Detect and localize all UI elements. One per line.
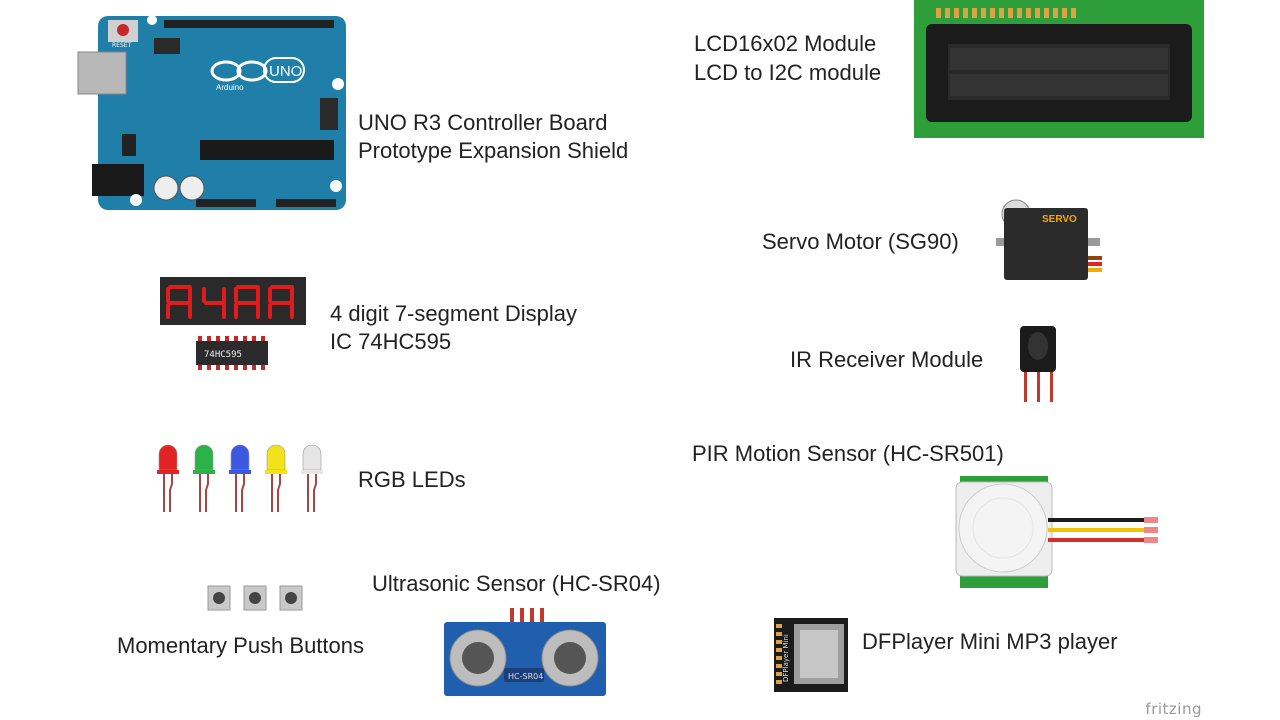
momentary-push-buttons <box>206 584 306 614</box>
lcd-module <box>914 0 1204 140</box>
pir-motion-sensor <box>954 472 1166 592</box>
servo-motor: SERVO <box>994 196 1106 284</box>
ic-text: 74HC595 <box>204 350 242 360</box>
hcsr04-text: HC-SR04 <box>508 672 543 681</box>
reset-text: RESET <box>112 42 132 49</box>
ir-receiver <box>1018 324 1060 404</box>
label-proto-shield: Prototype Expansion Shield <box>358 138 629 163</box>
arduino-text: Arduino <box>216 83 244 92</box>
label-servo: Servo Motor (SG90) <box>762 229 959 254</box>
label-lcd-i2c: LCD to I2C module <box>694 60 882 85</box>
fritzing-branding: fritzing <box>1145 700 1202 718</box>
seven-segment-display <box>160 277 306 325</box>
led-1 <box>157 444 179 512</box>
rgb-leds <box>154 440 330 516</box>
ultrasonic-sensor: HC-SR04 <box>442 606 608 698</box>
ic-74hc595-chip: 74HC595 <box>196 336 270 370</box>
label-seven-segment: 4 digit 7-segment Display <box>330 301 578 326</box>
label-uno-board: UNO R3 Controller Board <box>358 110 608 135</box>
arduino-uno-board: RESET UNO Arduino <box>76 14 350 214</box>
dfplayer-mini: DFPlayer Mini <box>772 616 850 694</box>
label-ir-receiver: IR Receiver Module <box>790 347 984 372</box>
label-push-buttons: Momentary Push Buttons <box>117 633 365 658</box>
label-dfplayer: DFPlayer Mini MP3 player <box>862 629 1118 654</box>
led-2 <box>193 444 215 512</box>
label-rgb-leds: RGB LEDs <box>358 467 466 492</box>
label-lcd-module: LCD16x02 Module <box>694 31 877 56</box>
servo-text: SERVO <box>1042 214 1077 225</box>
label-pir-sensor: PIR Motion Sensor (HC-SR501) <box>692 441 1004 466</box>
uno-logo-text: UNO <box>269 63 302 80</box>
led-3 <box>229 444 251 512</box>
label-ic-74hc595: IC 74HC595 <box>330 329 452 354</box>
led-4 <box>265 444 287 512</box>
label-ultrasonic: Ultrasonic Sensor (HC-SR04) <box>372 571 661 596</box>
led-5 <box>301 444 323 512</box>
dfplayer-text: DFPlayer Mini <box>782 634 790 682</box>
